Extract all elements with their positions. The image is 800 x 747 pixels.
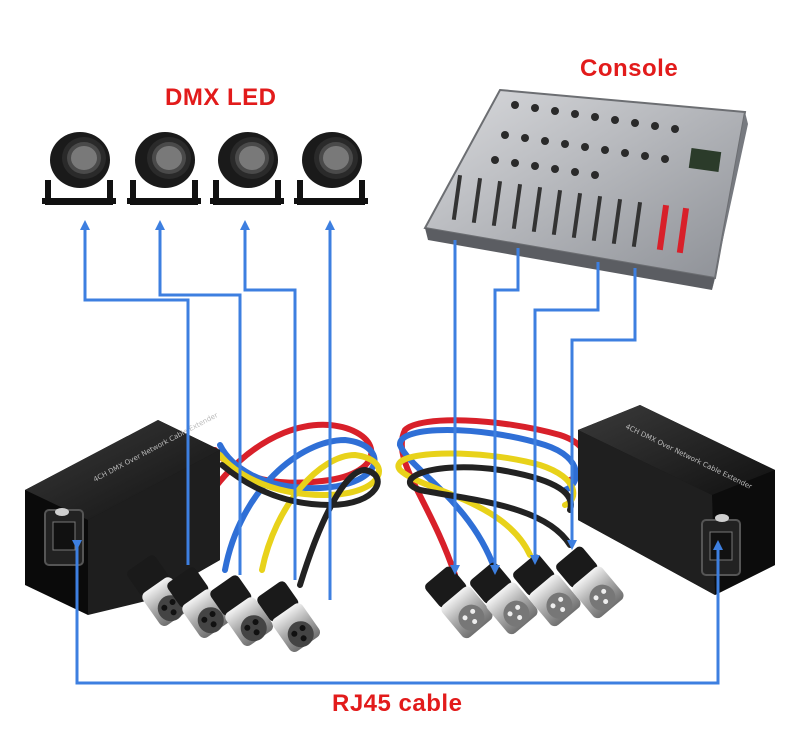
mixing-console: [423, 88, 748, 290]
arrow-rj45-loop: [72, 540, 723, 685]
par-light-3: [210, 132, 284, 205]
par-light-4: [294, 132, 368, 205]
cables-right: [395, 417, 589, 578]
console-knobs: [491, 101, 679, 179]
xlr-female-3: [210, 575, 274, 646]
xlr-male-2: [470, 562, 538, 635]
xlr-male-4: [556, 546, 624, 619]
arrow-to-light-1: [80, 220, 190, 565]
extender-box-right: 4CH DMX Over Network Cable Extender: [578, 405, 775, 595]
console-faders: [451, 174, 690, 254]
par-light-1: [42, 132, 116, 205]
arrow-console-4: [567, 268, 637, 550]
xlr-male-connectors: [425, 546, 624, 639]
par-light-2: [127, 132, 201, 205]
arrow-to-light-2: [155, 220, 242, 575]
xlr-male-3: [513, 554, 581, 627]
rj45-cable-label: RJ45 cable: [332, 690, 463, 717]
xlr-female-2: [167, 567, 231, 638]
xlr-female-4: [257, 581, 321, 652]
arrow-console-3: [530, 262, 600, 565]
console-label: Console: [580, 55, 679, 82]
arrow-to-light-3: [240, 220, 297, 580]
xlr-male-1: [425, 566, 493, 639]
signal-arrows: [72, 220, 723, 685]
arrow-console-2: [490, 248, 520, 575]
xlr-female-connectors: [127, 555, 321, 652]
dmx-led-label: DMX LED: [165, 84, 277, 111]
